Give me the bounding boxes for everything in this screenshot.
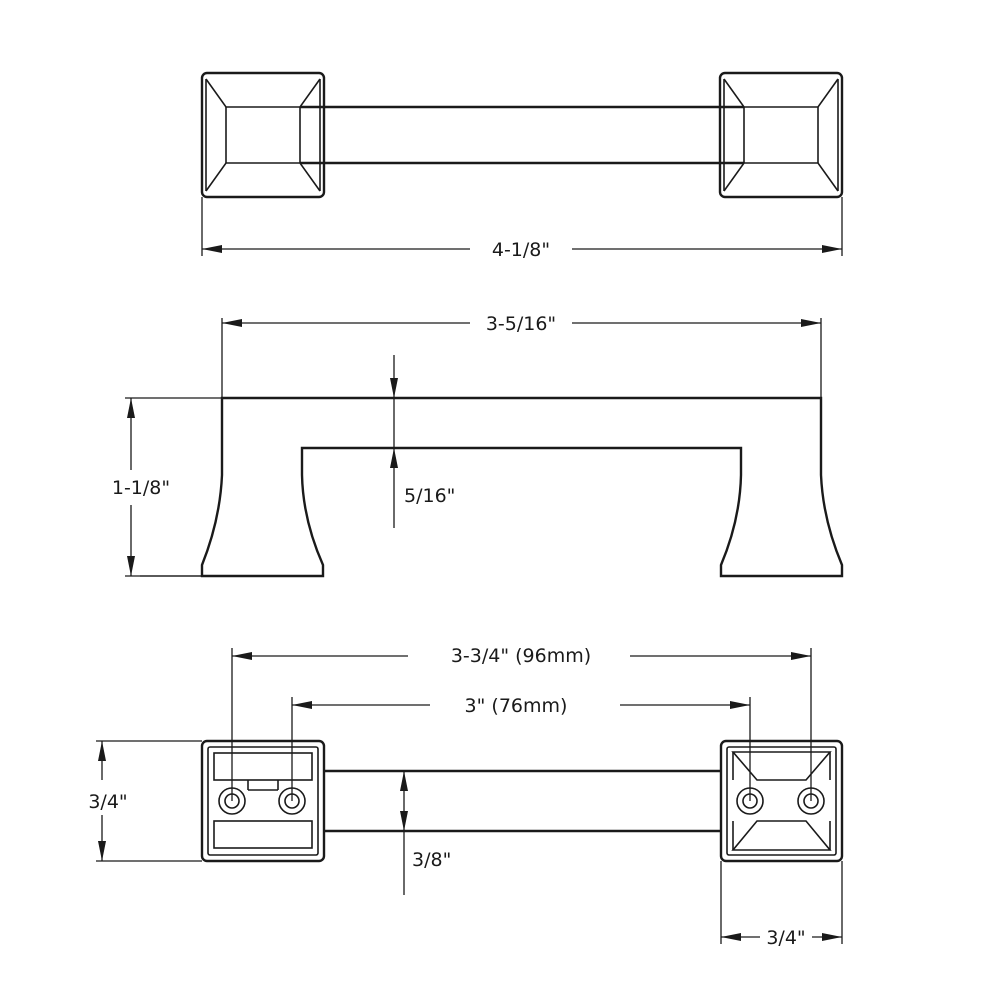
top-view-left-base: [200, 71, 326, 199]
bar-width-dimension: 3/8": [400, 771, 451, 895]
bar-width-label: 3/8": [412, 849, 451, 871]
hole-spacing-large-label: 3-3/4" (96mm): [451, 645, 591, 667]
bottom-view-right-base: [719, 739, 844, 863]
bottom-view-bar: [324, 769, 721, 833]
height-label: 1-1/8": [112, 477, 170, 499]
base-length-label: 3/4": [766, 927, 805, 949]
clearance-label: 5/16": [404, 485, 455, 507]
height-dimension: 1-1/8": [112, 397, 222, 577]
side-view-outline: [200, 396, 844, 578]
bottom-view: 3-3/4" (96mm) 3" (76mm) 3/4": [88, 645, 844, 949]
hole-spacing-large-dimension: 3-3/4" (96mm): [231, 645, 812, 801]
hole-spacing-small-dimension: 3" (76mm): [291, 695, 751, 801]
overall-length-dimension: 4-1/8": [201, 197, 843, 261]
bottom-view-left-base: [200, 739, 326, 863]
base-width-label: 3/4": [88, 791, 127, 813]
base-length-dimension: 3/4": [720, 861, 843, 949]
hole-spacing-small-label: 3" (76mm): [465, 695, 568, 717]
clearance-dimension: 5/16": [390, 355, 455, 528]
top-view-bar: [300, 105, 744, 165]
center-span-label: 3-5/16": [486, 313, 556, 335]
top-view: 4-1/8": [200, 71, 844, 261]
overall-length-label: 4-1/8": [492, 239, 550, 261]
top-view-right-base: [718, 71, 844, 199]
side-view: 3-5/16" 1-1/8" 5/16": [112, 313, 844, 578]
center-span-dimension: 3-5/16": [221, 313, 822, 398]
base-width-dimension: 3/4": [88, 740, 202, 862]
